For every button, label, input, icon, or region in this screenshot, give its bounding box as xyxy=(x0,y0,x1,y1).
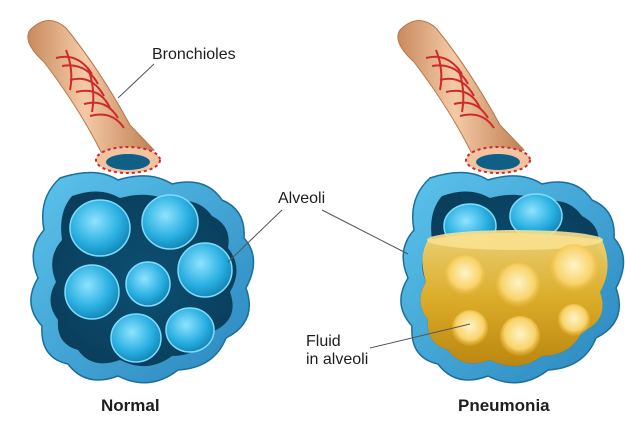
fluid-in-alveoli-label: Fluid in alveoli xyxy=(306,333,368,370)
pneumonia-caption: Pneumonia xyxy=(458,396,550,416)
alveoli-label: Alveoli xyxy=(278,190,325,208)
bronchioles-label: Bronchioles xyxy=(152,46,236,64)
bronchioles-leader xyxy=(118,64,154,98)
pneumonia-lung-icon xyxy=(398,20,624,382)
normal-caption: Normal xyxy=(101,396,160,416)
normal-lung-icon xyxy=(28,20,254,382)
alveoli-leader-pneumonia xyxy=(322,210,408,254)
